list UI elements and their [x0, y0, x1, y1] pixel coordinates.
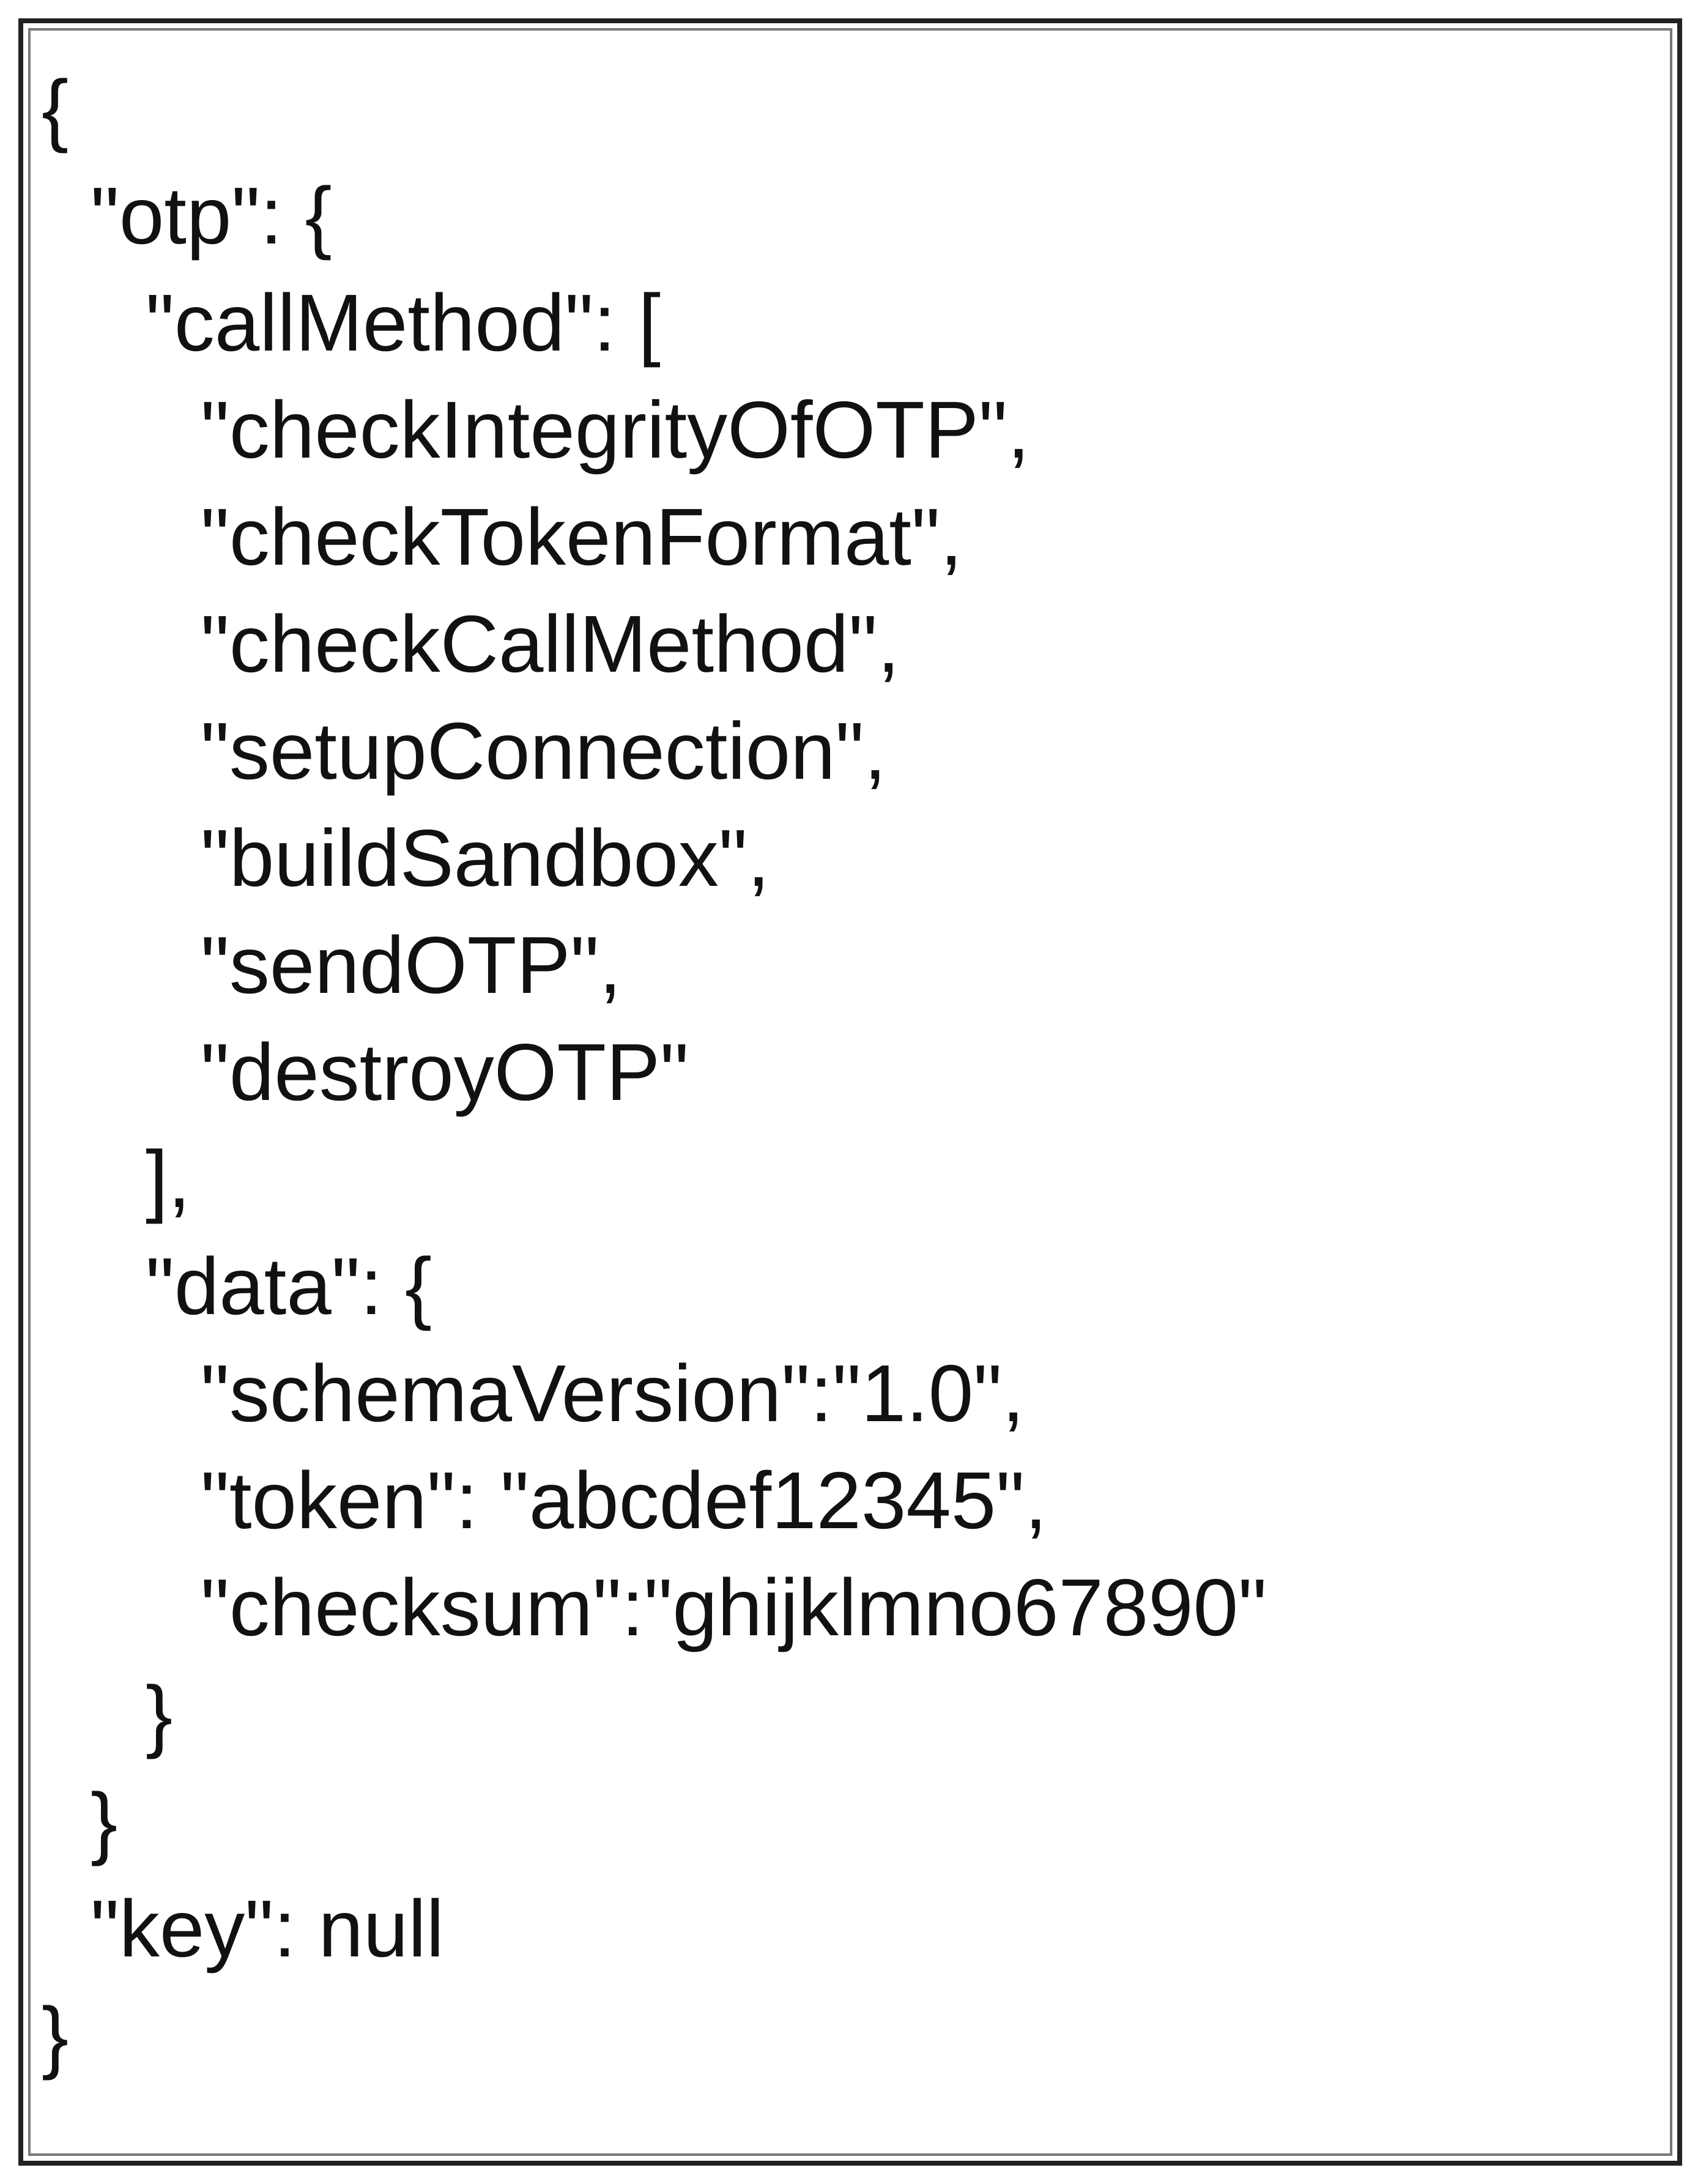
code-line: "callMethod": [ — [146, 278, 661, 368]
code-line: } — [42, 1991, 69, 2081]
code-line: } — [146, 1670, 173, 1759]
code-line: "checksum":"ghijklmno67890" — [201, 1562, 1267, 1652]
code-line: "checkCallMethod", — [201, 599, 900, 689]
code-line: "destroyOTP" — [201, 1027, 689, 1117]
code-line: "token": "abcdef12345", — [201, 1455, 1047, 1545]
code-line: "schemaVersion":"1.0", — [201, 1348, 1025, 1438]
code-line: "buildSandbox", — [201, 813, 770, 903]
code-line: "data": { — [146, 1241, 432, 1331]
code-line: "sendOTP", — [201, 920, 621, 1010]
code-line: "checkIntegrityOfOTP", — [201, 385, 1030, 475]
code-line: } — [91, 1777, 118, 1866]
code-line: ], — [146, 1134, 191, 1224]
code-frame: { "otp": { "callMethod": [ "checkIntegri… — [18, 18, 1682, 2166]
code-line: "setupConnection", — [201, 706, 887, 796]
code-line: "otp": { — [91, 171, 332, 261]
code-line: { — [42, 64, 69, 154]
code-line: "key": null — [91, 1884, 444, 1974]
code-line: "checkTokenFormat", — [201, 492, 963, 582]
